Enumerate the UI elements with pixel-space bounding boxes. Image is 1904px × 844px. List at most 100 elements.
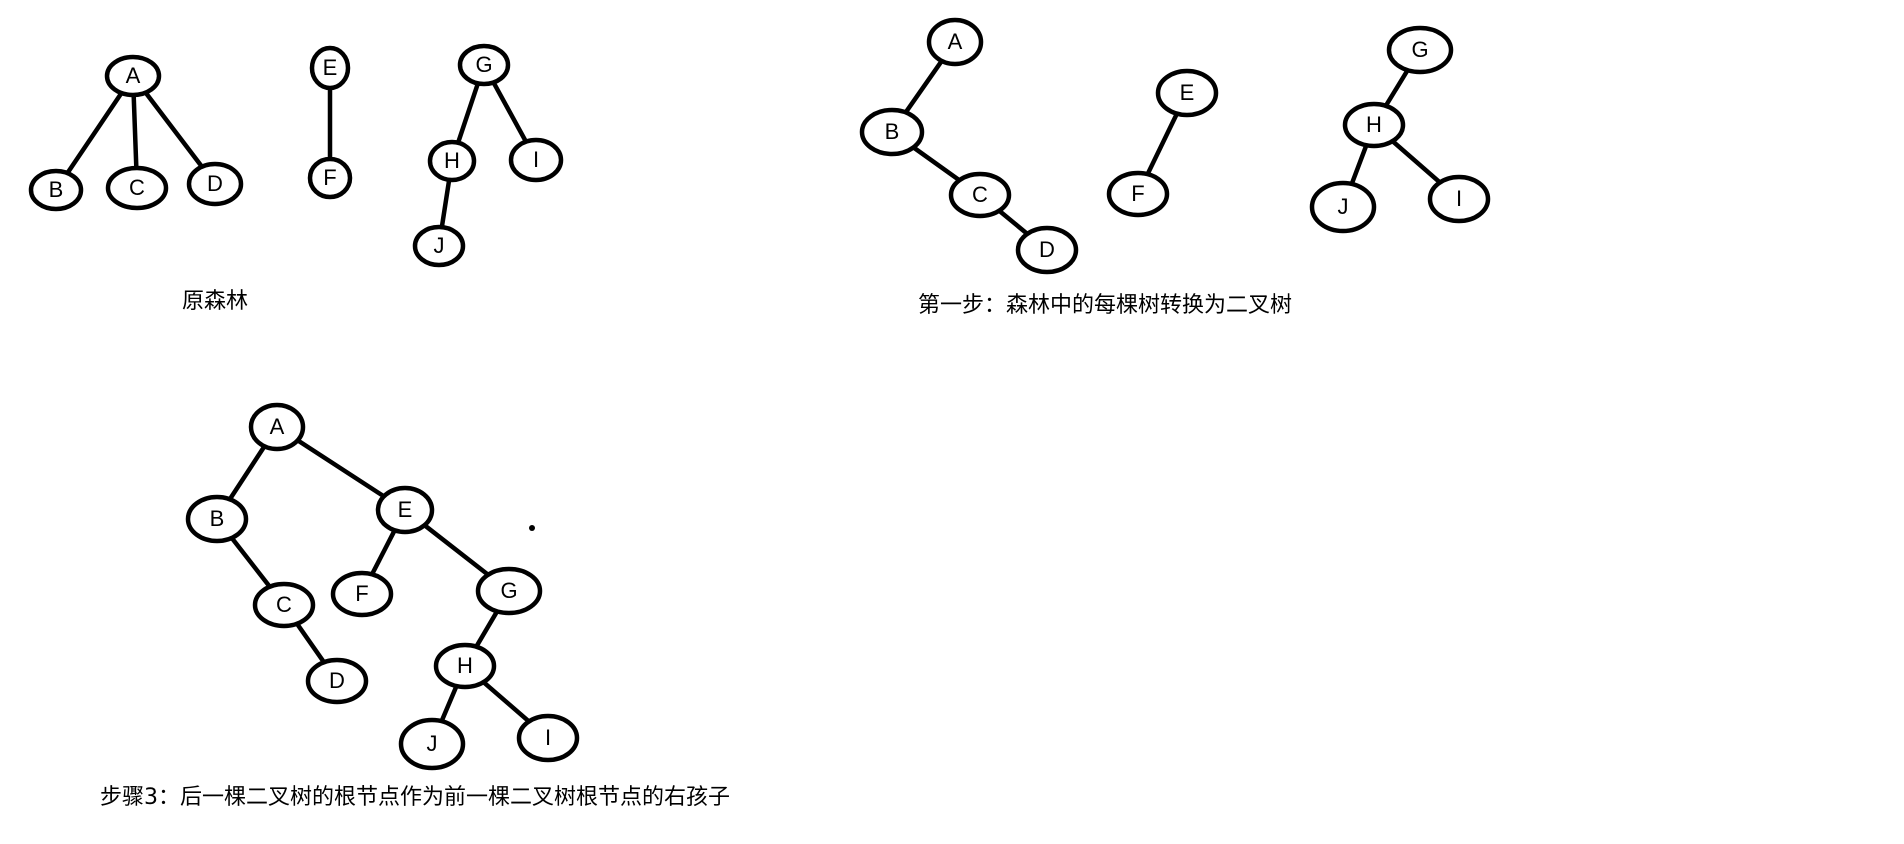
edge-step1-binary-trees-h-i — [1391, 139, 1442, 185]
node-label: J — [427, 731, 438, 756]
node-shape — [105, 165, 169, 211]
edge-original-forest-a-d — [143, 91, 204, 169]
edge-step3-merged-tree-e-f — [370, 528, 397, 576]
node-step3-merged-tree-h: H — [433, 642, 497, 690]
node-label: C — [972, 182, 988, 207]
captions-layer: 原森林 第一步：森林中的每棵树转换为二叉树 步骤3：后一棵二叉树的根节点作为前一… — [100, 289, 1292, 810]
node-step3-merged-tree-i: I — [516, 713, 580, 763]
edge-step1-binary-trees-b-c — [912, 145, 961, 182]
node-shape — [433, 642, 497, 690]
node-step3-merged-tree-e: E — [375, 485, 435, 535]
node-label: B — [49, 177, 64, 202]
edge-step3-merged-tree-c-d — [295, 622, 326, 664]
node-original-forest-i: I — [508, 137, 564, 183]
node-label: H — [444, 148, 460, 173]
node-label: F — [323, 165, 336, 190]
node-label: A — [270, 414, 285, 439]
node-label: J — [1338, 194, 1349, 219]
node-original-forest-f: F — [307, 156, 353, 200]
node-label: C — [276, 592, 292, 617]
edges-layer — [65, 59, 1442, 724]
node-step1-binary-trees-d: D — [1015, 225, 1079, 275]
node-step1-binary-trees-b: B — [859, 107, 925, 157]
node-original-forest-a: A — [104, 54, 162, 98]
node-shape — [427, 139, 477, 183]
node-step1-binary-trees-h: H — [1342, 101, 1406, 149]
node-shape — [412, 224, 466, 268]
edge-step1-binary-trees-h-j — [1349, 143, 1369, 186]
node-shape — [1106, 170, 1170, 218]
node-step1-binary-trees-f: F — [1106, 170, 1170, 218]
node-step3-merged-tree-a: A — [248, 402, 306, 452]
node-step1-binary-trees-g: G — [1386, 25, 1454, 75]
node-step1-binary-trees-e: E — [1155, 68, 1219, 118]
node-original-forest-c: C — [105, 165, 169, 211]
node-label: G — [475, 52, 492, 77]
node-shape — [28, 168, 84, 212]
node-label: A — [126, 63, 141, 88]
node-label: D — [1039, 237, 1055, 262]
node-step3-merged-tree-g: G — [475, 566, 543, 616]
node-label: F — [355, 581, 368, 606]
node-shape — [375, 485, 435, 535]
node-label: H — [1366, 112, 1382, 137]
node-label: B — [885, 119, 900, 144]
node-step1-binary-trees-i: I — [1427, 174, 1491, 224]
node-shape — [185, 494, 249, 544]
node-shape — [1155, 68, 1219, 118]
node-label: I — [533, 147, 539, 172]
edge-step3-merged-tree-a-e — [296, 438, 386, 499]
edge-original-forest-g-i — [491, 81, 528, 144]
node-shape — [1427, 174, 1491, 224]
node-label: E — [1180, 80, 1195, 105]
node-step1-binary-trees-j: J — [1309, 180, 1377, 234]
node-shape — [252, 581, 316, 629]
node-original-forest-j: J — [412, 224, 466, 268]
node-shape — [307, 156, 353, 200]
node-original-forest-e: E — [309, 45, 351, 91]
node-original-forest-b: B — [28, 168, 84, 212]
node-label: D — [207, 171, 223, 196]
node-label: G — [500, 578, 517, 603]
edge-step1-binary-trees-a-b — [904, 59, 944, 114]
edge-step3-merged-tree-g-h — [474, 609, 499, 649]
edge-step1-binary-trees-c-d — [997, 209, 1029, 236]
node-step3-merged-tree-f: F — [330, 570, 394, 618]
node-label: A — [948, 29, 963, 54]
node-shape — [398, 717, 466, 771]
node-label: G — [1411, 37, 1428, 62]
node-label: E — [323, 55, 338, 80]
node-step3-merged-tree-c: C — [252, 581, 316, 629]
node-shape — [457, 43, 511, 87]
edge-step3-merged-tree-e-g — [423, 523, 490, 577]
node-shape — [1015, 225, 1079, 275]
edge-original-forest-a-b — [65, 91, 124, 175]
node-shape — [859, 107, 925, 157]
node-shape — [948, 171, 1012, 219]
node-original-forest-h: H — [427, 139, 477, 183]
edge-step3-merged-tree-h-i — [482, 680, 531, 724]
node-shape — [104, 54, 162, 98]
node-step3-merged-tree-b: B — [185, 494, 249, 544]
node-label: C — [129, 175, 145, 200]
node-step3-merged-tree-j: J — [398, 717, 466, 771]
node-label: E — [398, 497, 413, 522]
node-shape — [305, 657, 369, 705]
node-shape — [309, 45, 351, 91]
node-shape — [1309, 180, 1377, 234]
node-label: B — [210, 506, 225, 531]
node-shape — [508, 137, 564, 183]
node-shape — [475, 566, 543, 616]
edge-original-forest-a-c — [131, 93, 139, 170]
node-step3-merged-tree-d: D — [305, 657, 369, 705]
edge-step1-binary-trees-e-f — [1145, 112, 1179, 176]
node-shape — [248, 402, 306, 452]
edge-original-forest-h-j — [439, 178, 452, 229]
edge-step1-binary-trees-g-h — [1384, 68, 1410, 108]
node-shape — [186, 161, 244, 207]
node-step1-binary-trees-a: A — [926, 17, 984, 67]
node-shape — [1386, 25, 1454, 75]
edge-step3-merged-tree-a-b — [228, 444, 267, 501]
